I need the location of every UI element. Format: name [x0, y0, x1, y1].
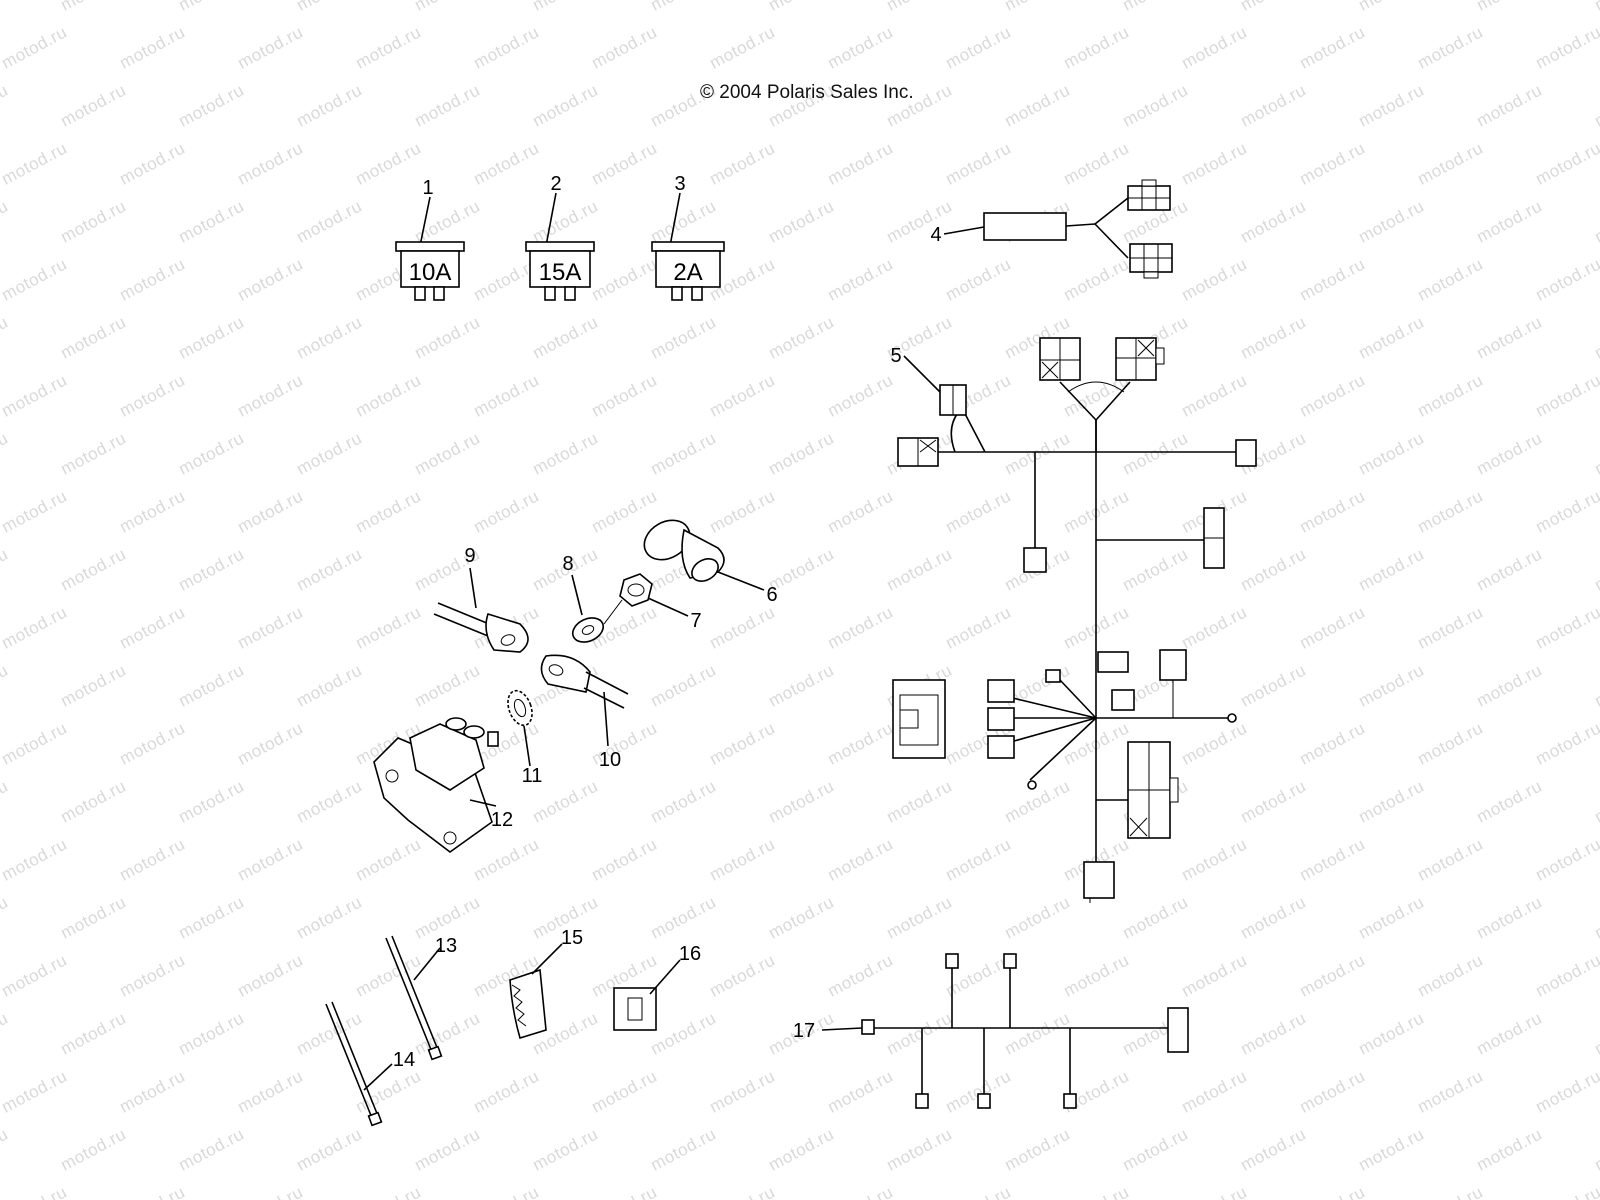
- edge-clip[interactable]: 15: [509, 927, 583, 1040]
- flat-washer[interactable]: 8: [562, 553, 623, 647]
- callout-7: 7: [690, 610, 701, 632]
- sub-harness[interactable]: 17: [793, 953, 1189, 1109]
- callout-12: 12: [491, 809, 513, 831]
- callout-6: 6: [766, 584, 777, 606]
- callout-2: 2: [550, 173, 561, 195]
- relay-harness[interactable]: 4: [930, 179, 1173, 279]
- callout-8: 8: [562, 553, 573, 575]
- fuse-label-10a: 10A: [409, 259, 452, 286]
- callout-3: 3: [674, 173, 685, 195]
- fuse-label-15a: 15A: [539, 259, 582, 286]
- battery-cable-10[interactable]: 10: [540, 654, 629, 771]
- callout-11: 11: [522, 765, 543, 787]
- cable-tie-14[interactable]: 14: [325, 1001, 415, 1127]
- starter-solenoid[interactable]: 12: [373, 717, 513, 853]
- fuse-15a[interactable]: 2 15A: [525, 173, 595, 301]
- fuse-label-2a: 2A: [673, 259, 702, 286]
- callout-17: 17: [793, 1020, 815, 1042]
- callout-10: 10: [599, 749, 621, 771]
- fuse-10a[interactable]: 1 10A: [395, 177, 465, 301]
- callout-1: 1: [422, 177, 433, 199]
- copyright-notice: © 2004 Polaris Sales Inc.: [700, 82, 914, 103]
- main-wire-harness[interactable]: 5: [890, 337, 1257, 903]
- callout-14: 14: [393, 1049, 415, 1071]
- mounting-pad[interactable]: 16: [613, 943, 701, 1031]
- callout-13: 13: [435, 935, 457, 957]
- callout-15: 15: [561, 927, 583, 949]
- callout-16: 16: [679, 943, 701, 965]
- battery-cable-9[interactable]: 9: [433, 545, 529, 653]
- terminal-nut[interactable]: 7: [619, 573, 702, 632]
- cable-tie-13[interactable]: 13: [385, 935, 457, 1061]
- star-washer[interactable]: 11: [504, 687, 543, 787]
- callout-5: 5: [890, 345, 901, 367]
- callout-4: 4: [930, 224, 941, 246]
- fuse-2a[interactable]: 3 2A: [651, 173, 725, 301]
- terminal-boot[interactable]: 6: [637, 512, 778, 606]
- callout-9: 9: [464, 545, 475, 567]
